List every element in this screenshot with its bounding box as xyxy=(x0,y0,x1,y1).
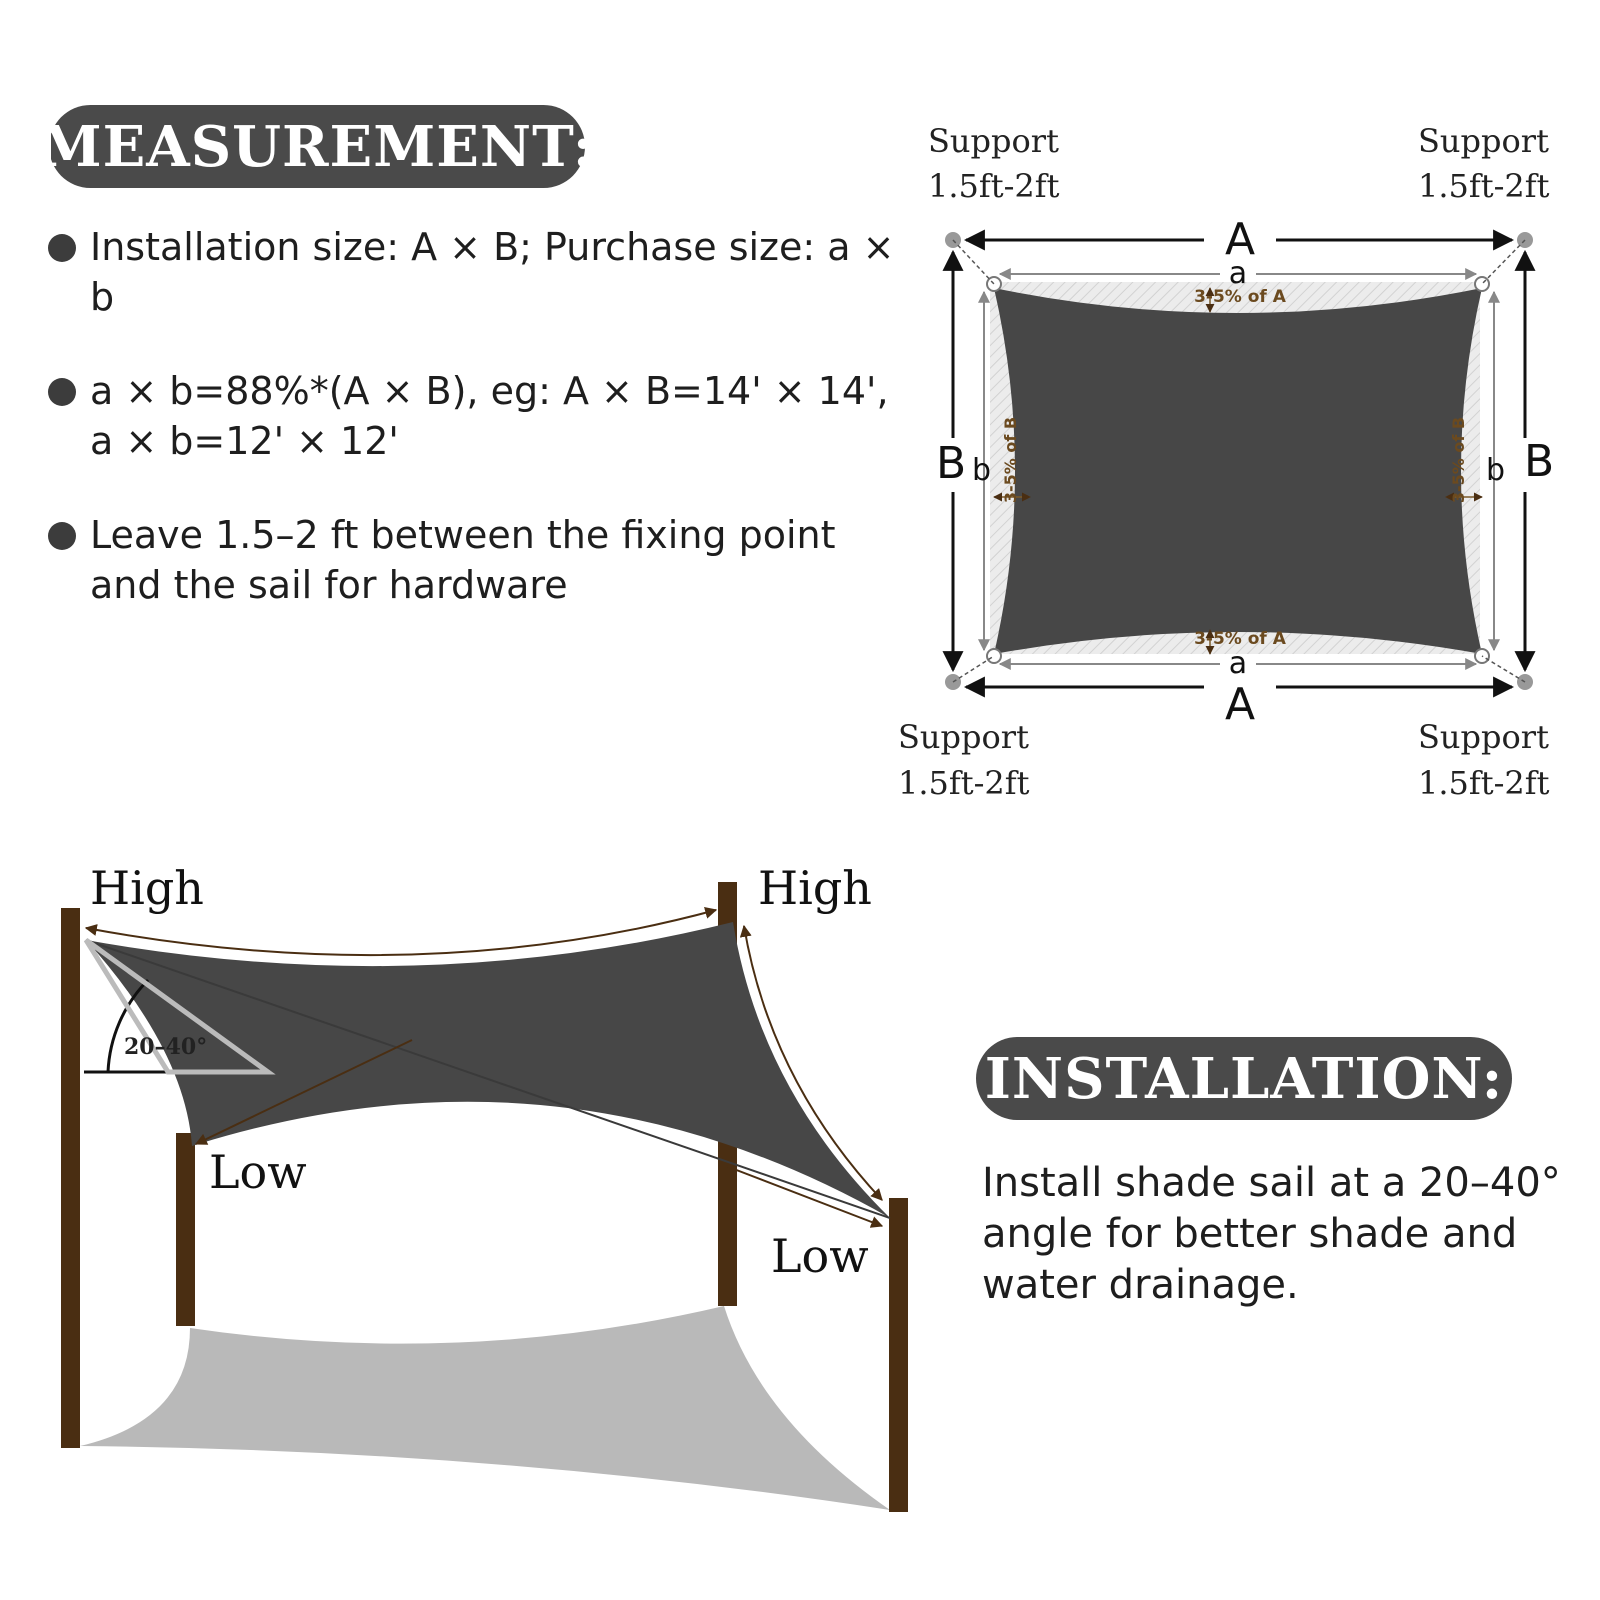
sail-shadow xyxy=(80,1306,890,1510)
installation-text: Install shade sail at a 20–40° angle for… xyxy=(982,1160,1561,1308)
curve-label-bottom: 3-5% of A xyxy=(1194,629,1287,649)
low-label-right: Low xyxy=(771,1229,869,1283)
tension-lines xyxy=(952,239,1526,683)
bullet-item: a × b=88%*(A × B), eg: A × B=14' × 14', … xyxy=(48,366,928,466)
high-label-left: High xyxy=(90,861,204,915)
bullet-item: Installation size: A × B; Purchase size:… xyxy=(48,222,928,322)
post-left-low xyxy=(176,1133,195,1326)
support-range-bl: 1.5ft-2ft xyxy=(898,764,1030,802)
support-range-br: 1.5ft-2ft xyxy=(1418,764,1550,802)
length-arrows xyxy=(84,907,884,1228)
curve-label-right: 3-5% of B xyxy=(1449,417,1468,503)
installation-heading: INSTALLATION: xyxy=(976,1037,1512,1120)
bullet-dot-icon xyxy=(48,522,76,550)
angle-label: 20–40° xyxy=(124,1034,207,1060)
shade-sail-rect xyxy=(994,288,1482,654)
support-range-tl: 1.5ft-2ft xyxy=(928,167,1060,205)
bullet-text: a × b=88%*(A × B), eg: A × B=14' × 14', … xyxy=(90,369,889,463)
label-a-bottom: a xyxy=(1229,646,1247,681)
curve-label-top: 3-5% of A xyxy=(1194,287,1287,307)
bullet-dot-icon xyxy=(48,378,76,406)
support-label-bl: Support xyxy=(898,718,1029,756)
label-A-bottom: A xyxy=(1225,679,1255,730)
label-a-top: a xyxy=(1229,256,1247,291)
curve-depth-arrows xyxy=(993,287,1483,655)
label-b-left: b xyxy=(972,453,991,488)
label-b-right: b xyxy=(1486,453,1505,488)
corner-ring-icon xyxy=(986,648,1002,664)
bullet-text: Installation size: A × B; Purchase size:… xyxy=(90,225,895,319)
measurement-heading: MEASUREMENT: xyxy=(40,105,593,188)
curve-label-left: 3-5% of B xyxy=(1001,417,1020,503)
angle-indicator: 20–40° xyxy=(83,937,276,1075)
bullet-item: Leave 1.5–2 ft between the fixing point … xyxy=(48,510,928,610)
bullet-dot-icon xyxy=(48,234,76,262)
high-label-right: High xyxy=(758,861,872,915)
shade-sail-twisted xyxy=(86,922,890,1218)
post-right-low xyxy=(889,1198,908,1512)
support-range-tr: 1.5ft-2ft xyxy=(1418,167,1550,205)
dimension-A-arrows xyxy=(942,229,1536,698)
dimension-a-arrows xyxy=(978,268,1500,670)
label-A-top: A xyxy=(1225,214,1255,265)
support-label-tr: Support xyxy=(1418,122,1549,160)
support-label-tl: Support xyxy=(928,122,1059,160)
corner-ring-icon xyxy=(986,276,1002,292)
label-B-right: B xyxy=(1524,436,1554,487)
post-left-high xyxy=(61,908,80,1448)
bullet-text: Leave 1.5–2 ft between the fixing point … xyxy=(90,513,836,607)
label-B-left: B xyxy=(936,438,966,489)
support-label-br: Support xyxy=(1418,718,1549,756)
low-label-left: Low xyxy=(209,1145,307,1199)
measurement-bullet-list: Installation size: A × B; Purchase size:… xyxy=(48,222,928,610)
